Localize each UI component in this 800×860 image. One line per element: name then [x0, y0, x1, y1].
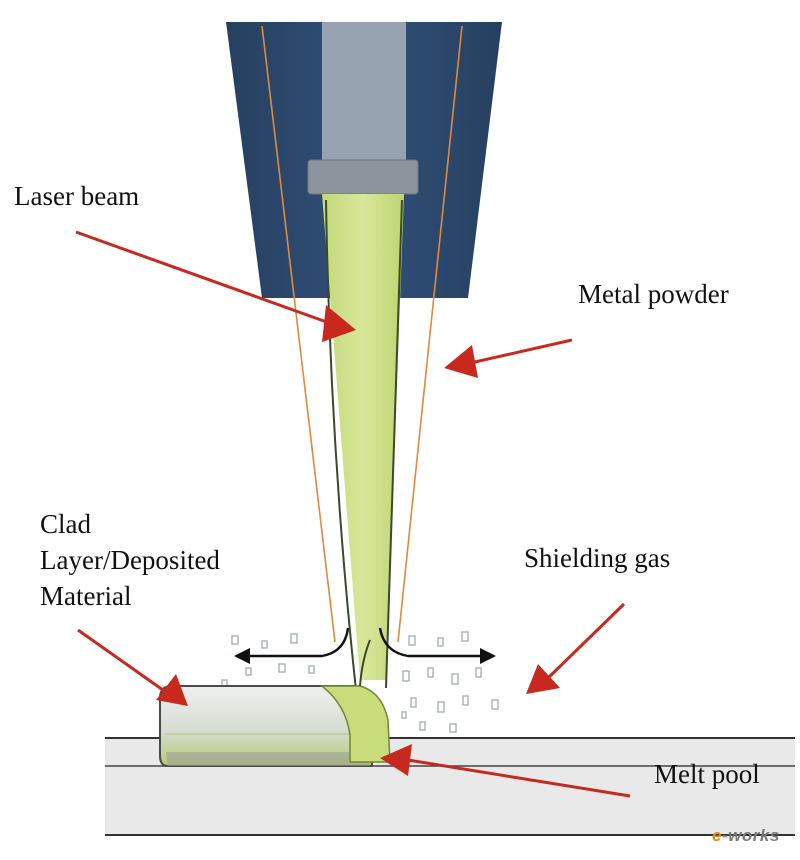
clad-layer-arrow — [77, 628, 188, 706]
nozzle-core — [322, 22, 406, 162]
label-metal-powder: Metal powder — [578, 279, 729, 309]
watermark-logo: e-works — [712, 826, 780, 845]
gas-flow-arrow — [234, 627, 496, 664]
label-clad-line2: Layer/Deposited — [40, 545, 220, 575]
laser-beam — [322, 194, 404, 691]
clad-layer — [159, 685, 373, 767]
label-laser-beam: Laser beam — [14, 181, 140, 211]
pointer-arrows — [75, 230, 631, 798]
label-clad-line1: Clad — [40, 509, 91, 539]
label-melt-pool: Melt pool — [654, 759, 760, 789]
powder-streams — [261, 25, 463, 643]
melt-pool-arrow — [380, 744, 631, 798]
metal-powder-arrow — [444, 338, 573, 378]
shielding-gas-particles — [221, 631, 499, 733]
nozzle — [226, 22, 502, 298]
label-shielding-gas: Shielding gas — [524, 543, 671, 573]
laser-beam-arrow — [75, 230, 356, 342]
nozzle-collar — [307, 159, 419, 195]
label-clad-line3: Material — [40, 581, 132, 611]
shielding-gas-arrow — [526, 602, 626, 694]
